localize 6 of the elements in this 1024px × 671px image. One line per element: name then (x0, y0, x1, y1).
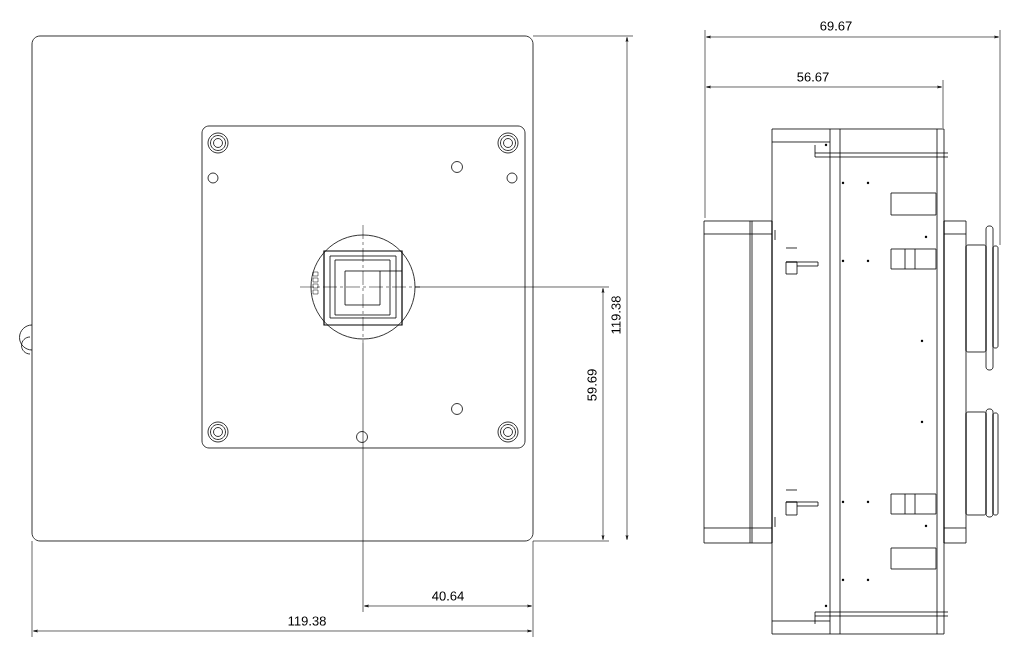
dimension-text: 40.64 (432, 591, 464, 601)
dimension-text: 119.38 (611, 296, 621, 334)
dimension-text: 69.67 (820, 21, 852, 31)
dimension-text: 59.69 (587, 369, 597, 401)
dimension-text: 119.38 (288, 616, 326, 626)
dimension-text: 56.67 (797, 72, 829, 82)
